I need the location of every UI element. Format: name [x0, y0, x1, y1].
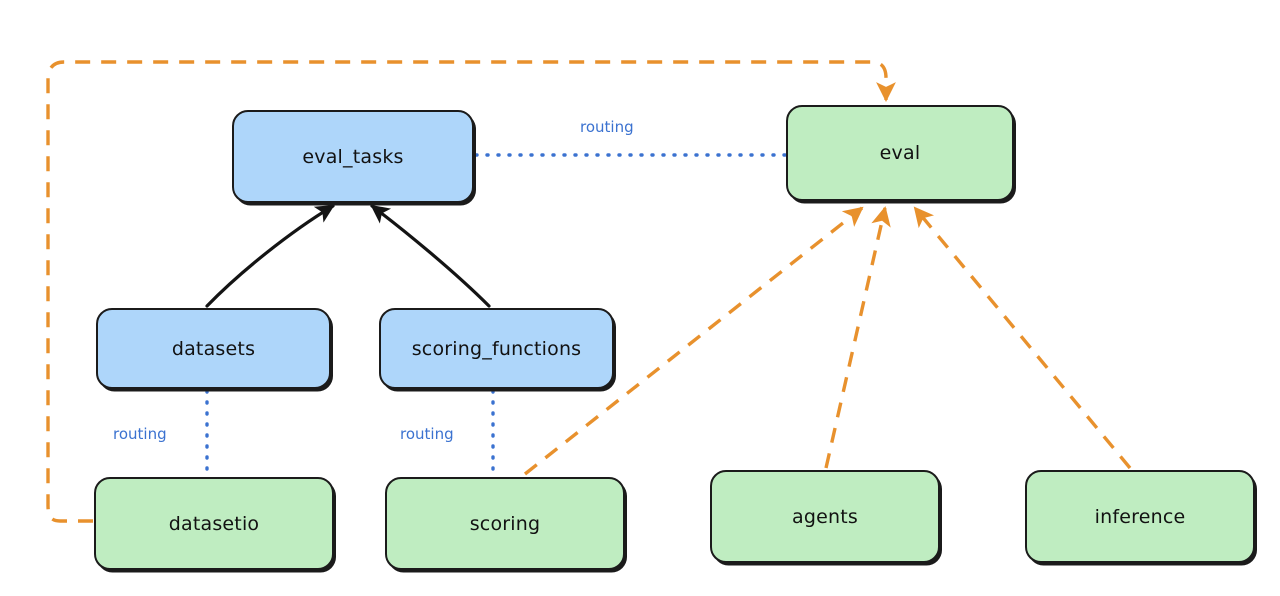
node-datasetio[interactable]: datasetio: [94, 477, 334, 570]
node-scoring-label: scoring: [469, 512, 541, 535]
edge-agents-to-eval: [824, 206, 891, 469]
node-agents[interactable]: agents: [710, 470, 940, 563]
node-datasets[interactable]: datasets: [96, 308, 331, 389]
edge-label-routing-eval-tasks-eval: routing: [577, 118, 637, 136]
edge-label-routing-scoring-functions-scoring: routing: [397, 425, 457, 443]
node-eval[interactable]: eval: [786, 105, 1014, 201]
node-inference-label: inference: [1094, 505, 1186, 528]
node-scoring-functions[interactable]: scoring_functions: [379, 308, 614, 389]
node-datasets-label: datasets: [171, 337, 256, 360]
node-eval-tasks-label: eval_tasks: [302, 145, 404, 168]
node-inference[interactable]: inference: [1025, 470, 1255, 563]
edge-scoring-to-eval: [523, 206, 864, 476]
edge-inference-to-eval: [913, 206, 1132, 470]
node-eval-label: eval: [879, 142, 921, 164]
edge-scoring-functions-to-eval-tasks: [370, 204, 491, 308]
node-scoring-functions-label: scoring_functions: [411, 337, 582, 360]
edge-label-routing-datasets-datasetio: routing: [110, 425, 170, 443]
node-agents-label: agents: [792, 505, 858, 528]
edge-datasetio-to-eval: [46, 60, 896, 523]
node-datasetio-label: datasetio: [168, 512, 260, 535]
node-eval-tasks[interactable]: eval_tasks: [232, 110, 474, 203]
edge-datasets-to-eval-tasks: [205, 204, 335, 308]
node-scoring[interactable]: scoring: [385, 477, 625, 570]
